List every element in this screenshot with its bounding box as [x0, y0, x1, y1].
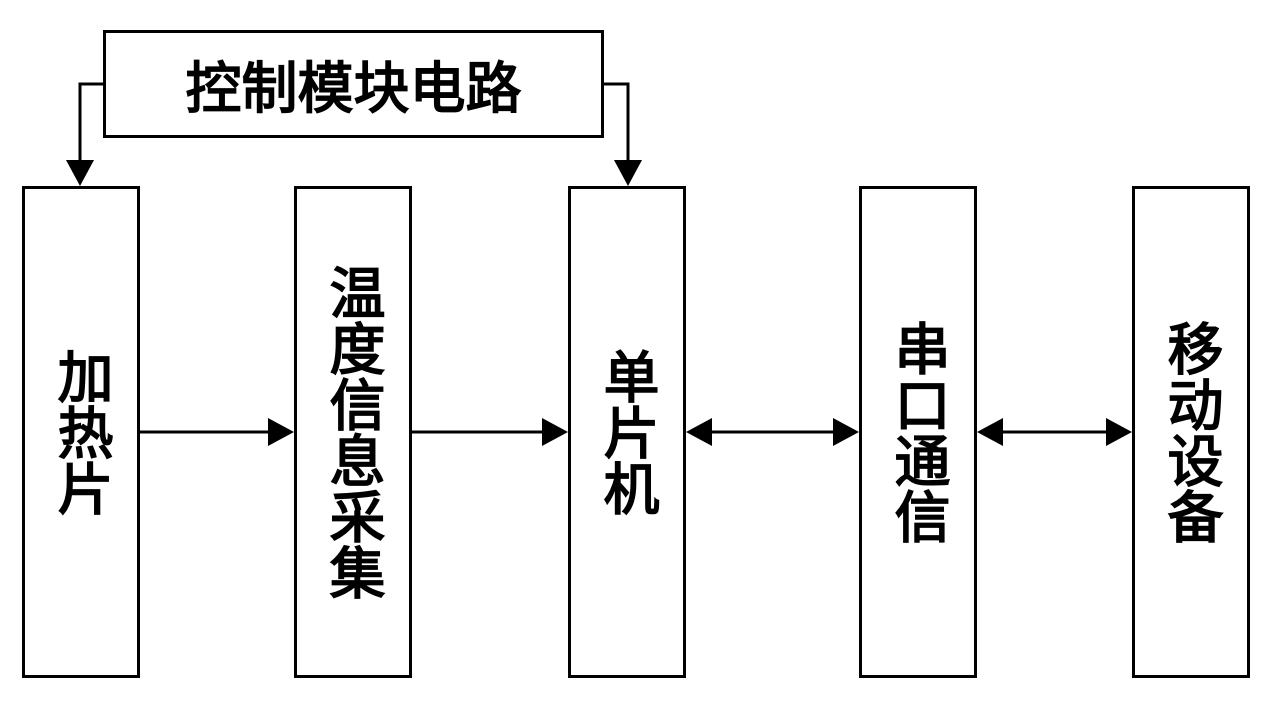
microcontroller-box: 单片机	[568, 186, 686, 678]
mobile-device-box: 移动设备	[1132, 186, 1250, 678]
connector-control-to-mcu	[604, 82, 642, 186]
control-module-box: 控制模块电路	[103, 30, 604, 138]
serial-communication-label: 串口通信	[885, 320, 951, 544]
heater-box: 加热片	[22, 186, 140, 678]
microcontroller-label: 单片机	[594, 348, 660, 516]
serial-communication-box: 串口通信	[859, 186, 977, 678]
control-module-label: 控制模块电路	[185, 55, 522, 122]
connector-temp-to-mcu	[412, 418, 568, 446]
temperature-collection-label: 温度信息采集	[320, 264, 386, 600]
connector-serial-mobile	[977, 418, 1132, 446]
connector-control-to-heater	[66, 82, 103, 186]
mobile-device-label: 移动设备	[1158, 320, 1224, 544]
heater-label: 加热片	[48, 348, 114, 516]
connector-heater-to-temp	[140, 418, 294, 446]
connector-mcu-serial	[686, 418, 859, 446]
temperature-collection-box: 温度信息采集	[294, 186, 412, 678]
